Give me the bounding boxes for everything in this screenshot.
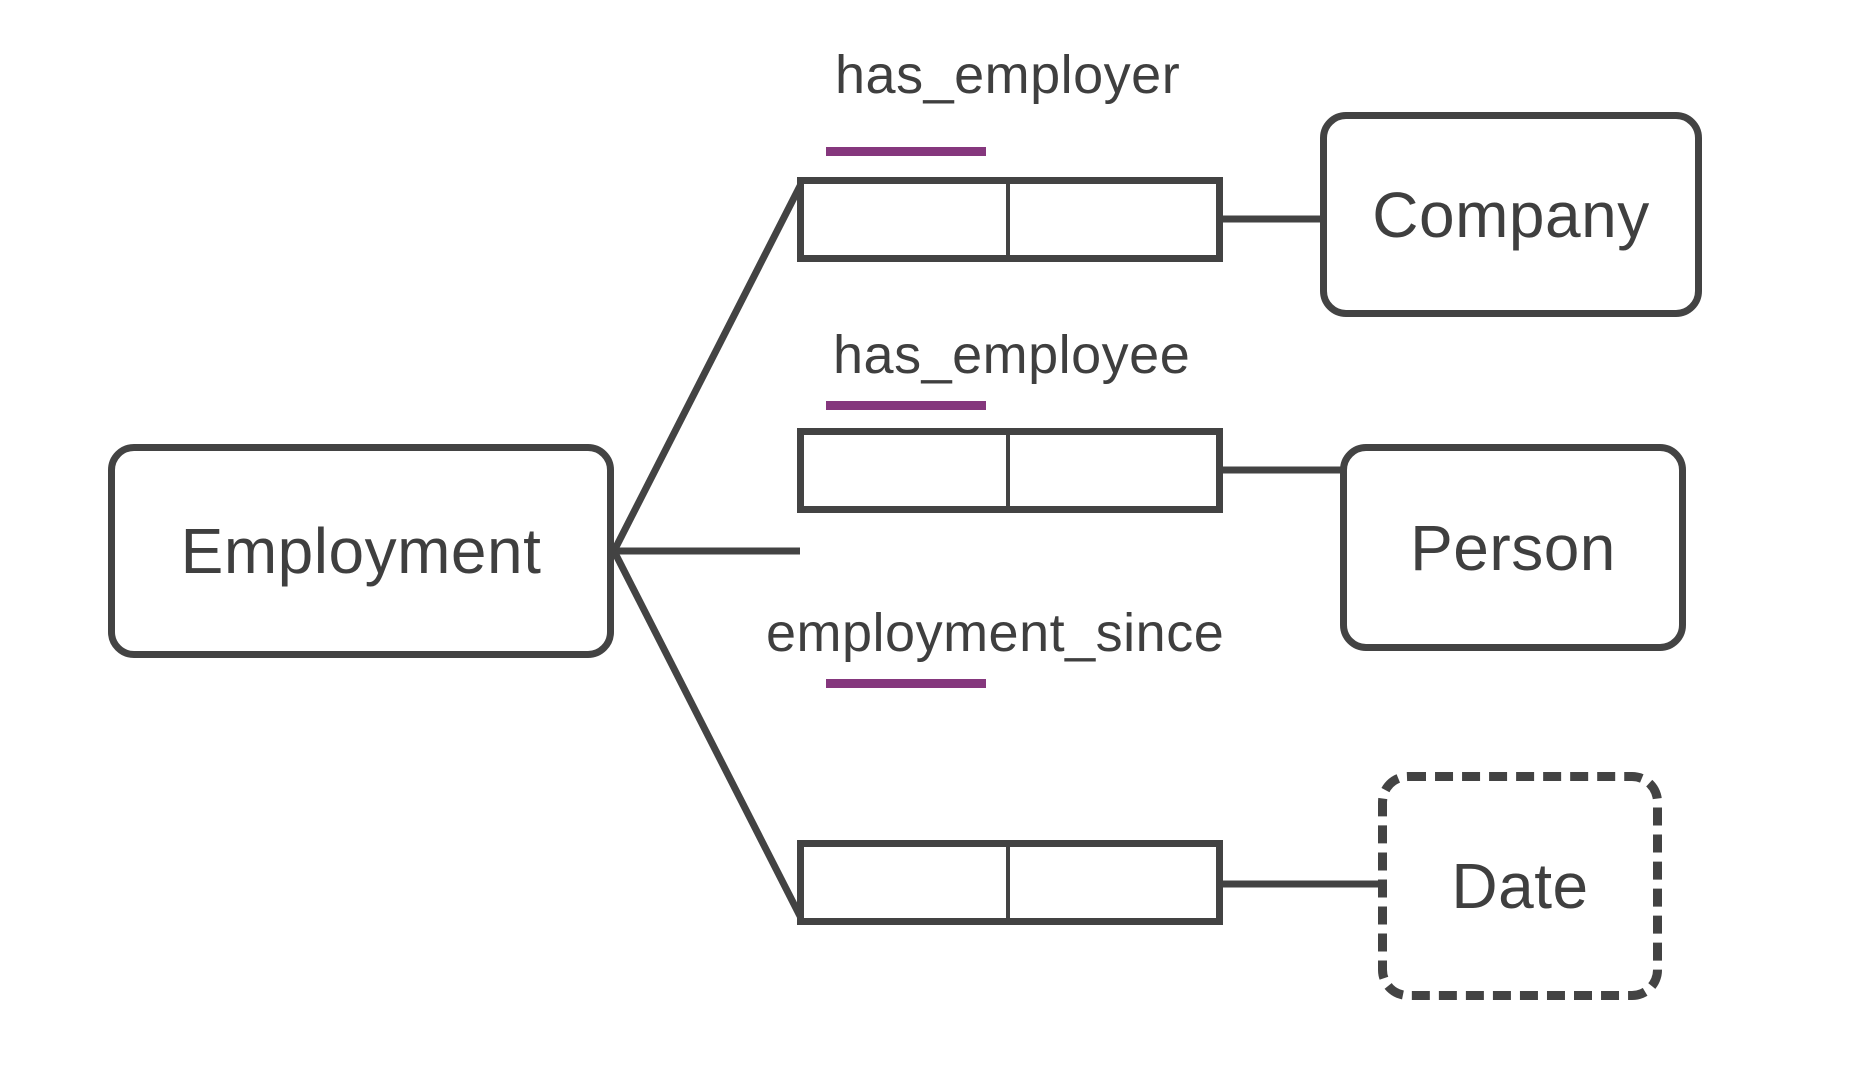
entity-employment-label: Employment: [180, 515, 542, 587]
relation-cell-subject-employment-since[interactable]: [804, 847, 1010, 918]
relation-label-has-employee: has_employee: [833, 325, 1191, 385]
relation-label-employment-since: employment_since: [766, 603, 1225, 663]
entity-date[interactable]: Date: [1378, 772, 1662, 1000]
entity-employment[interactable]: Employment: [108, 444, 614, 658]
entity-person-label: Person: [1410, 511, 1616, 584]
connector-employment-to-employment-since: [610, 549, 804, 918]
relation-accent-bar-employment-since: [826, 679, 986, 688]
relation-accent-bar-has-employer: [826, 147, 986, 156]
relation-box-has-employer[interactable]: [797, 177, 1223, 262]
relation-cell-object-employment-since[interactable]: [1010, 847, 1216, 918]
entity-date-label: Date: [1451, 850, 1589, 922]
relation-box-has-employee[interactable]: [797, 428, 1223, 513]
entity-company-label: Company: [1372, 178, 1650, 251]
relation-cell-object-has-employer[interactable]: [1010, 184, 1216, 255]
relation-cell-object-has-employee[interactable]: [1010, 435, 1216, 506]
relation-cell-subject-has-employer[interactable]: [804, 184, 1010, 255]
relation-cell-subject-has-employee[interactable]: [804, 435, 1010, 506]
relation-accent-bar-has-employee: [826, 401, 986, 410]
connector-employment-to-has-employer: [610, 184, 804, 553]
entity-person[interactable]: Person: [1340, 444, 1686, 651]
relation-label-has-employer: has_employer: [835, 45, 1181, 105]
relation-box-employment-since[interactable]: [797, 840, 1223, 925]
entity-company[interactable]: Company: [1320, 112, 1702, 317]
